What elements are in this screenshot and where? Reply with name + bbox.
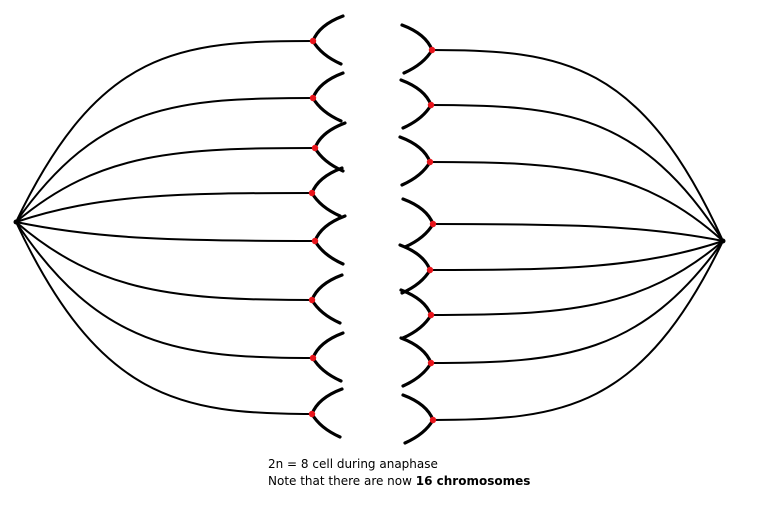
centromere-left-6 [308,296,316,304]
centromere-left-3 [311,144,319,152]
spindle-fiber-right-8 [432,240,724,421]
chromosomes [310,14,435,445]
chromosome-right-4 [401,197,435,249]
chromosome-right-1 [400,23,434,75]
spindle-fiber-right-2 [430,104,724,242]
centromere-left-2 [309,94,317,102]
caption-line-2: Note that there are now 16 chromosomes [268,473,530,490]
spindle-fiber-right-7 [430,240,724,364]
spindle-fiber-left-3 [15,147,316,223]
spindle-fiber-left-8 [15,221,313,415]
spindle-fiber-left-2 [15,97,314,223]
centromere-left-4 [308,189,316,197]
spindle-fiber-right-1 [431,49,724,242]
spindle-fiber-right-6 [430,240,724,316]
centromeres [308,37,437,424]
spindle-fiber-left-5 [15,221,316,242]
chromosome-left-2 [311,71,345,123]
spindle-fiber-right-5 [429,240,724,271]
chromosome-right-5 [398,243,432,295]
caption-line-2-text: Note that there are now [268,474,416,488]
chromosome-left-5 [313,214,347,266]
caption: 2n = 8 cell during anaphase Note that th… [268,456,530,490]
chromosome-left-3 [313,121,347,173]
left-spindle-pole [13,219,19,225]
spindle-fiber-left-4 [15,192,313,223]
centromere-right-7 [427,359,435,367]
centromere-left-7 [309,354,317,362]
centromere-left-8 [308,410,316,418]
chromosome-left-1 [311,14,345,66]
centromere-right-1 [428,46,436,54]
centromere-right-6 [427,311,435,319]
centromere-right-5 [426,266,434,274]
chromosome-left-7 [311,331,345,383]
spindle-fiber-left-6 [15,221,313,301]
chromosome-left-4 [310,166,344,218]
chromosome-left-6 [310,273,344,325]
centromere-right-2 [427,101,435,109]
spindle-fiber-left-1 [15,40,314,223]
caption-chromosome-count: 16 chromosomes [415,474,531,488]
spindle-fiber-right-3 [429,161,724,242]
chromosome-right-2 [399,78,433,130]
centromere-left-5 [311,237,319,245]
chromosome-right-3 [398,135,432,187]
centromere-right-8 [429,416,437,424]
centromere-right-3 [426,158,434,166]
chromosome-right-6 [399,288,433,340]
chromosome-left-8 [310,387,344,439]
spindle-fiber-right-4 [432,223,724,242]
spindle-fiber-left-7 [15,221,314,359]
right-spindle-pole [720,238,726,244]
spindle-fibers [15,40,724,421]
caption-line-1: 2n = 8 cell during anaphase [268,457,438,471]
chromosome-right-8 [401,393,435,445]
centromere-left-1 [309,37,317,45]
centromere-right-4 [429,220,437,228]
chromosome-right-7 [399,336,433,388]
